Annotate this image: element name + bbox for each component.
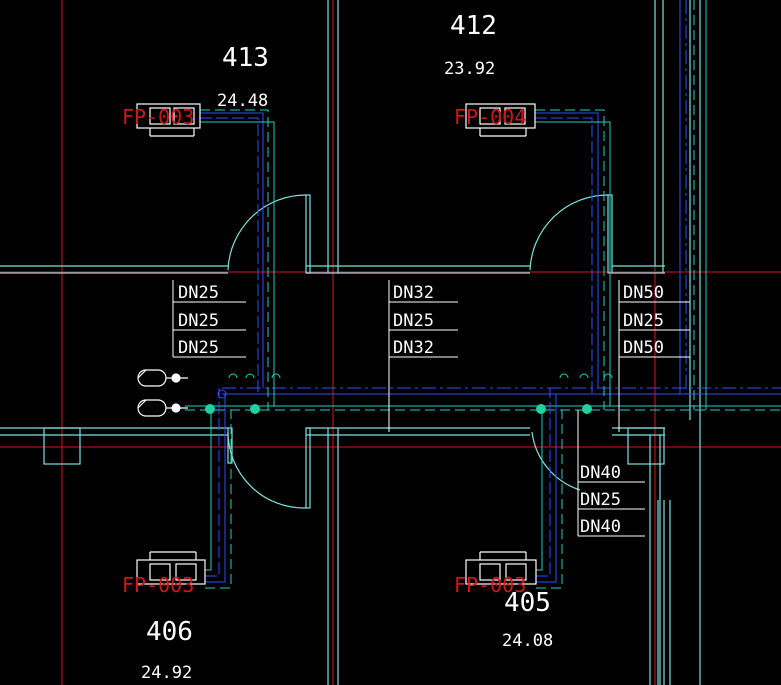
pipe-label: DN50 xyxy=(623,283,664,303)
unit-tag-406: FP-003 xyxy=(122,573,194,597)
pipe-label: DN25 xyxy=(178,311,219,331)
pipe-label: DN32 xyxy=(393,338,434,358)
pipe-label: DN25 xyxy=(178,338,219,358)
pipe-labels-right-lower: DN40 DN25 DN40 xyxy=(580,463,621,537)
room-number-413: 413 xyxy=(222,43,269,73)
unit-tag-405: FP-003 xyxy=(454,573,526,597)
room-number-406: 406 xyxy=(146,617,193,647)
pipe-label: DN25 xyxy=(178,283,219,303)
pipe-label: DN25 xyxy=(580,490,621,510)
room-area-406: 24.92 xyxy=(141,663,192,683)
room-area-405: 24.08 xyxy=(502,631,553,651)
unit-tag-413: FP-003 xyxy=(122,105,194,129)
room-area-412: 23.92 xyxy=(444,59,495,79)
unit-tag-412: FP-004 xyxy=(454,105,526,129)
fan-coil-unit-413[interactable] xyxy=(136,103,201,137)
pipe-label: DN50 xyxy=(623,338,664,358)
pipe-label: DN40 xyxy=(580,463,621,483)
fan-coil-unit-405[interactable] xyxy=(465,551,537,585)
pipe-label: DN25 xyxy=(393,311,434,331)
label-leaders xyxy=(172,280,690,537)
room-number-412: 412 xyxy=(450,11,497,41)
pipe-label: DN40 xyxy=(580,517,621,537)
pipe-labels-right-upper: DN50 DN25 DN50 xyxy=(623,283,664,358)
walls xyxy=(0,0,701,685)
pipe-labels-left: DN25 DN25 DN25 xyxy=(178,283,219,358)
pipe-labels-middle: DN32 DN25 DN32 xyxy=(393,283,434,358)
pipe-label: DN25 xyxy=(623,311,664,331)
valves xyxy=(205,373,613,414)
room-area-413: 24.48 xyxy=(217,91,268,111)
room-number-405: 405 xyxy=(504,588,551,618)
pump-symbols xyxy=(137,369,188,417)
pipe-label: DN32 xyxy=(393,283,434,303)
main-pipes xyxy=(185,0,781,589)
fan-coil-unit-406[interactable] xyxy=(136,551,206,585)
fan-coil-unit-412[interactable] xyxy=(465,103,536,137)
